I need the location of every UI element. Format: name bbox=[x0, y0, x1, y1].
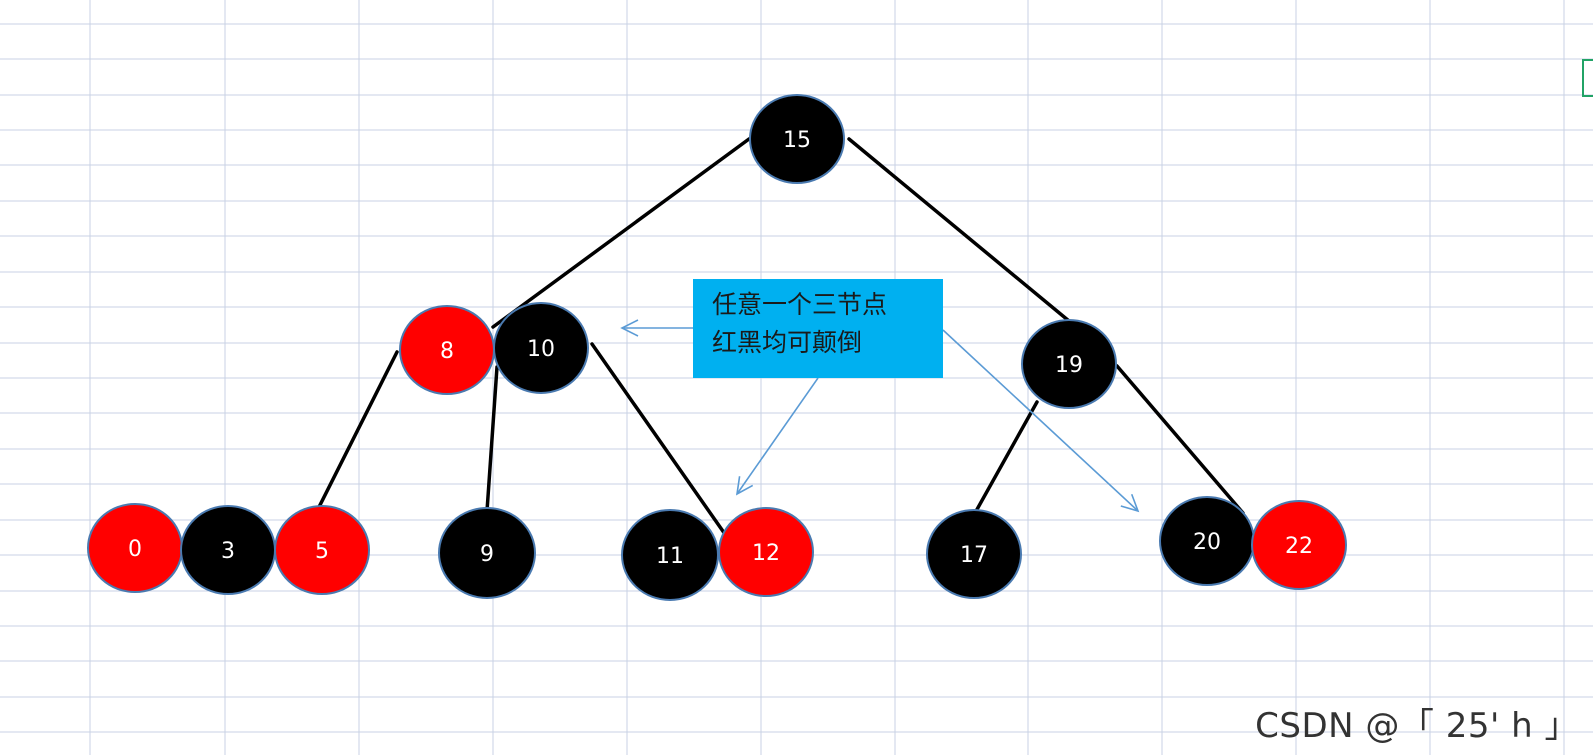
watermark: CSDN @「 25' h 」 bbox=[1255, 706, 1579, 746]
arrow-to-node-11-12 bbox=[735, 377, 819, 496]
note-line-2: 红黑均可颠倒 bbox=[712, 328, 862, 357]
node-5: 5 bbox=[274, 505, 370, 595]
arrow-to-node-20-22 bbox=[942, 329, 1140, 513]
node-12: 12 bbox=[718, 507, 814, 597]
node-10-label: 10 bbox=[527, 337, 555, 362]
node-8: 8 bbox=[399, 305, 495, 395]
node-22-circle bbox=[1251, 500, 1347, 590]
node-17-circle bbox=[926, 509, 1022, 599]
node-11: 11 bbox=[621, 509, 719, 601]
note-box: 任意一个三节点 红黑均可颠倒 bbox=[693, 279, 943, 378]
edge-8-5 bbox=[313, 350, 399, 517]
tree-nodes: 15 8 10 19 0 3 5 9 11 12 17 20 22 bbox=[87, 94, 1347, 601]
node-12-circle bbox=[718, 507, 814, 597]
node-19-circle bbox=[1021, 319, 1117, 409]
node-20-label: 20 bbox=[1193, 530, 1221, 555]
edge-19-17 bbox=[973, 400, 1039, 515]
node-20: 20 bbox=[1159, 496, 1255, 586]
node-19: 19 bbox=[1021, 319, 1117, 409]
node-0-label: 0 bbox=[128, 537, 142, 562]
node-9: 9 bbox=[438, 507, 536, 599]
node-22-label: 22 bbox=[1285, 534, 1313, 559]
node-9-label: 9 bbox=[480, 542, 494, 567]
node-22: 22 bbox=[1251, 500, 1347, 590]
node-11-label: 11 bbox=[656, 544, 684, 569]
node-10: 10 bbox=[493, 302, 589, 394]
node-15-label: 15 bbox=[783, 128, 811, 153]
node-12-label: 12 bbox=[752, 541, 780, 566]
cell-selection-marker bbox=[1582, 59, 1593, 97]
node-0: 0 bbox=[87, 503, 183, 593]
node-10-circle bbox=[493, 302, 589, 394]
edge-10-12 bbox=[590, 342, 729, 539]
edge-15-10 bbox=[491, 137, 751, 329]
edge-10-9 bbox=[485, 365, 499, 513]
node-3-label: 3 bbox=[221, 539, 235, 564]
node-19-label: 19 bbox=[1055, 353, 1083, 378]
note-background bbox=[693, 279, 943, 378]
edge-19-20 bbox=[1115, 364, 1245, 515]
node-11-circle bbox=[621, 509, 719, 601]
node-15: 15 bbox=[749, 94, 845, 184]
node-17: 17 bbox=[926, 509, 1022, 599]
tree-edges bbox=[313, 137, 1245, 539]
note-line-1: 任意一个三节点 bbox=[712, 290, 887, 319]
node-9-circle bbox=[438, 507, 536, 599]
node-15-circle bbox=[749, 94, 845, 184]
edge-15-19 bbox=[847, 137, 1071, 323]
node-3: 3 bbox=[180, 505, 276, 595]
note-arrows bbox=[620, 319, 1140, 513]
node-8-label: 8 bbox=[440, 339, 454, 364]
node-5-circle bbox=[274, 505, 370, 595]
node-5-label: 5 bbox=[315, 539, 329, 564]
node-17-label: 17 bbox=[960, 543, 988, 568]
